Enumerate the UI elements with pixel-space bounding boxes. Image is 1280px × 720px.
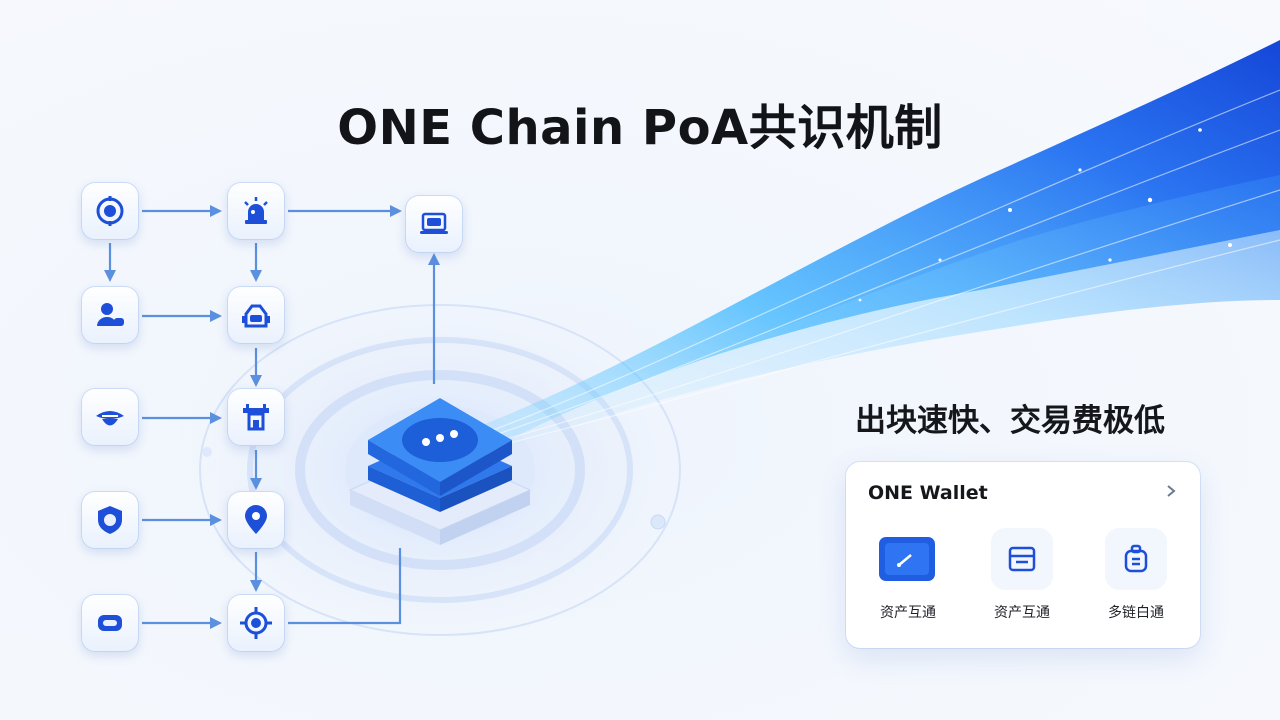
arrow-heads xyxy=(104,205,440,629)
drawer-icon xyxy=(1008,546,1036,572)
flow-arrows xyxy=(108,209,436,625)
alarm-light-icon xyxy=(244,197,268,224)
node-shield xyxy=(81,491,139,549)
target-icon xyxy=(96,196,124,226)
wallet-item-label: 资产互通 xyxy=(994,605,1050,621)
user-chat-icon xyxy=(97,303,124,326)
node-robot xyxy=(227,286,285,344)
stream-lines xyxy=(479,89,1280,449)
node-factory xyxy=(227,388,285,446)
wallet-icon xyxy=(879,537,935,581)
bag-icon xyxy=(1124,544,1148,573)
light-stream-glow xyxy=(470,175,1280,455)
node-user xyxy=(81,286,139,344)
wallet-item-label: 资产互通 xyxy=(880,605,936,621)
chevron-right-icon xyxy=(1167,485,1176,497)
node-location xyxy=(227,491,285,549)
page-title: ONE Chain PoA共识机制 xyxy=(337,100,943,156)
light-stream-main xyxy=(470,40,1280,450)
ring-middle xyxy=(247,337,633,603)
shield-icon xyxy=(98,506,122,534)
node-crosshair xyxy=(227,594,285,652)
rounded-rect-icon xyxy=(98,615,122,631)
location-pin-icon xyxy=(245,505,267,534)
slogan-text: 出块速快、交易费极低 xyxy=(855,403,1165,439)
wallet-item-multichain[interactable]: 多链白通 xyxy=(1088,528,1184,628)
factory-icon xyxy=(243,404,269,431)
center-block xyxy=(348,398,532,545)
laptop-icon xyxy=(420,212,448,234)
connector-line xyxy=(288,548,402,625)
node-rounded-rect xyxy=(81,594,139,652)
hat-icon xyxy=(96,411,124,426)
ring-outer xyxy=(199,304,681,636)
wallet-open-button[interactable] xyxy=(1160,480,1182,502)
floating-dot xyxy=(650,514,666,530)
ring-inner xyxy=(295,370,585,570)
wallet-item-asset-interop[interactable]: 资产互通 xyxy=(860,528,956,628)
stream-particles xyxy=(858,128,1232,302)
node-alarm xyxy=(227,182,285,240)
wallet-item-label: 多链白通 xyxy=(1108,605,1164,621)
floating-dot xyxy=(202,447,212,457)
node-hat xyxy=(81,388,139,446)
wallet-item-asset-interop-2[interactable]: 资产互通 xyxy=(974,528,1070,628)
robot-icon xyxy=(242,304,270,328)
wallet-title: ONE Wallet xyxy=(868,482,988,504)
crosshair-icon xyxy=(240,607,272,639)
node-laptop xyxy=(405,195,463,253)
wallet-card[interactable]: ONE Wallet 资产互通 xyxy=(846,462,1200,648)
node-target xyxy=(81,182,139,240)
